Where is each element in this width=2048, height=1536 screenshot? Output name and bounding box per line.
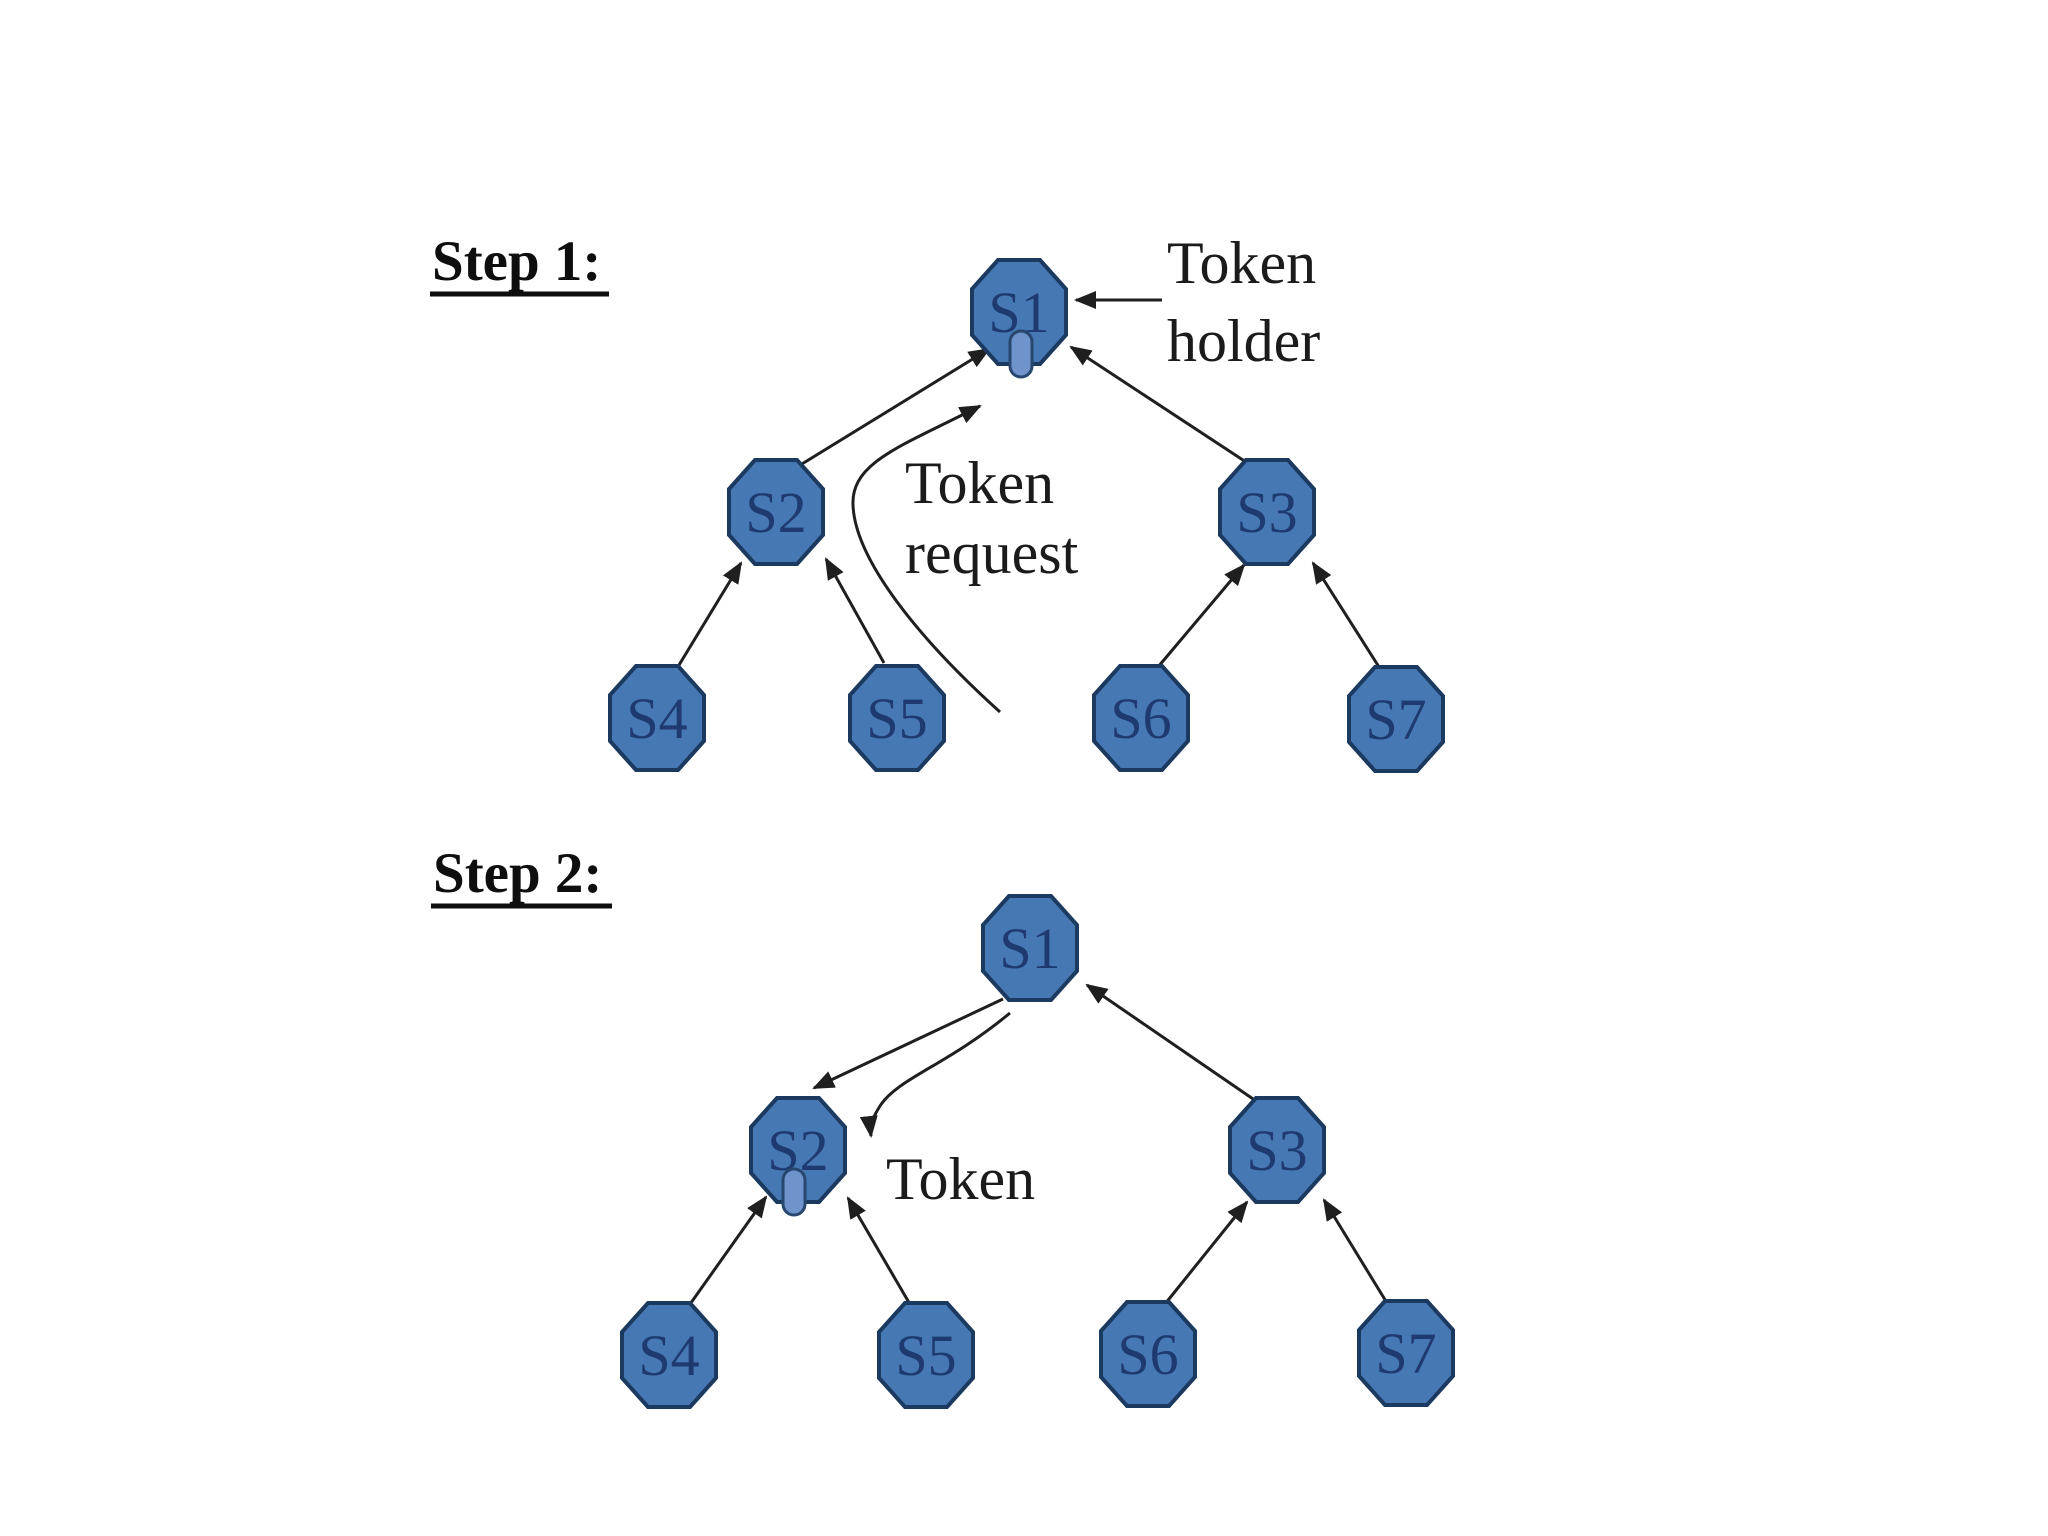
step1-group: Step 1: S1 S2 S3 S4 xyxy=(430,230,1445,773)
token-request-label-line1: Token xyxy=(905,450,1054,516)
octagon-s3-step1 xyxy=(1218,458,1316,566)
token-holder-label-line2: holder xyxy=(1167,308,1320,374)
node-s6-step1: S6 xyxy=(1092,664,1190,772)
edge-s5-s2-step2 xyxy=(846,1196,913,1307)
token-holder-label-line1: Token xyxy=(1167,230,1316,296)
node-s2-step1: S2 xyxy=(727,458,825,566)
edge-s3-s1-step1 xyxy=(1069,345,1250,466)
octagon-s1-step2 xyxy=(981,894,1079,1002)
octagon-s4-step1 xyxy=(608,664,706,772)
edge-s4-s2-step1 xyxy=(674,561,743,671)
node-s4-step1-label: S4 xyxy=(626,686,687,751)
node-s4-step2-label: S4 xyxy=(638,1323,699,1388)
node-s7-step1: S7 xyxy=(1347,665,1445,773)
octagon-s3-step2 xyxy=(1228,1096,1326,1204)
node-s7-step1-label: S7 xyxy=(1365,687,1426,752)
node-s1-step2-label: S1 xyxy=(999,916,1060,981)
node-s3-step1-label: S3 xyxy=(1236,480,1297,545)
octagon-s2-step1 xyxy=(727,458,825,566)
octagon-s6-step2 xyxy=(1099,1300,1197,1408)
edge-s7-s3-step1 xyxy=(1311,561,1381,668)
octagon-s5-step1 xyxy=(848,664,946,772)
node-s3-step2-label: S3 xyxy=(1246,1118,1307,1183)
edge-s6-s3-step2 xyxy=(1163,1200,1249,1305)
octagon-s1-step1 xyxy=(970,258,1068,366)
token-capsule-step2 xyxy=(781,1167,807,1217)
node-s2-step1-label: S2 xyxy=(745,480,806,545)
node-s6-step2-label: S6 xyxy=(1117,1322,1178,1387)
octagon-s2-step2 xyxy=(749,1096,847,1204)
octagon-s4-step2 xyxy=(620,1301,718,1409)
octagon-s7-step1 xyxy=(1347,665,1445,773)
edge-s2-s1-step1 xyxy=(796,347,991,469)
step1-title: Step 1: xyxy=(432,230,601,293)
edge-s7-s3-step2 xyxy=(1322,1198,1389,1304)
node-s7-step2: S7 xyxy=(1357,1299,1455,1407)
node-s4-step2: S4 xyxy=(620,1301,718,1409)
octagon-s5-step2 xyxy=(877,1301,975,1409)
token-request-arrow xyxy=(851,404,1002,714)
node-s5-step2: S5 xyxy=(877,1301,975,1409)
node-s1-step2: S1 xyxy=(981,894,1079,1002)
octagon-s6-step1 xyxy=(1092,664,1190,772)
edge-s5-s2-step1 xyxy=(824,557,886,664)
token-transfer-arrow xyxy=(859,1011,1011,1138)
edge-s1-s2-step2 xyxy=(812,997,1004,1090)
edge-s4-s2-step2 xyxy=(686,1195,768,1308)
edge-s3-s1-step2 xyxy=(1085,983,1257,1103)
node-s4-step1: S4 xyxy=(608,664,706,772)
octagon-s7-step2 xyxy=(1357,1299,1455,1407)
step2-title: Step 2: xyxy=(433,842,602,905)
token-label-step2: Token xyxy=(886,1146,1035,1212)
edge-s6-s3-step1 xyxy=(1156,563,1246,668)
node-s5-step2-label: S5 xyxy=(895,1323,956,1388)
token-request-label-line2: request xyxy=(905,520,1079,586)
node-s5-step1: S5 xyxy=(848,664,946,772)
node-s3-step1: S3 xyxy=(1218,458,1316,566)
node-s6-step1-label: S6 xyxy=(1110,686,1171,751)
node-s1-step1: S1 xyxy=(970,258,1068,366)
step2-group: Step 2: S1 S2 S3 S4 S xyxy=(431,842,1455,1409)
node-s3-step2: S3 xyxy=(1228,1096,1326,1204)
node-s7-step2-label: S7 xyxy=(1375,1321,1436,1386)
token-capsule-step1 xyxy=(1008,329,1034,379)
node-s6-step2: S6 xyxy=(1099,1300,1197,1408)
node-s5-step1-label: S5 xyxy=(866,686,927,751)
